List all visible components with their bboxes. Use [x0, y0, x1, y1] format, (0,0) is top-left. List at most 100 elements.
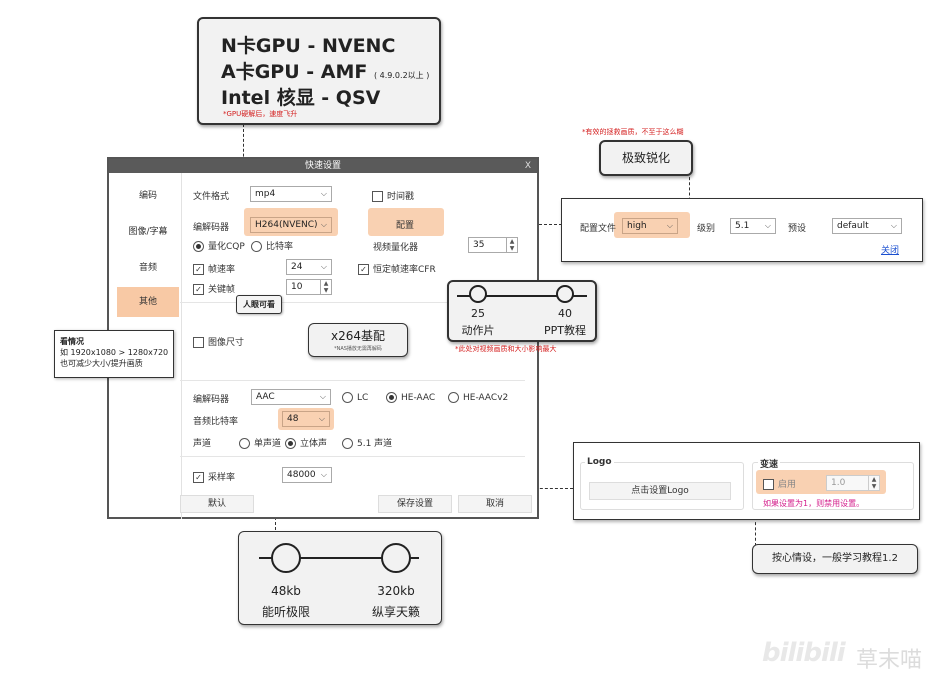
surround-label: 5.1 声道	[357, 439, 393, 449]
framerate-checkbox[interactable]: ✓帧速率	[193, 262, 235, 275]
framerate-label: 帧速率	[208, 265, 236, 275]
audio-slider-knob-min[interactable]	[271, 543, 301, 573]
file-format-value: mp4	[255, 189, 276, 199]
level-label: 级别	[697, 224, 716, 234]
samplerate-select[interactable]: 48000 ⌵	[282, 467, 332, 483]
framerate-value: 24	[291, 262, 303, 272]
dialog-titlebar: 快速设置 X	[109, 159, 537, 173]
image-size-callout-line1: 看情况	[60, 337, 84, 346]
profile-label: 配置文件	[580, 224, 617, 234]
preset-select[interactable]: default ⌵	[832, 218, 902, 234]
tab-image-subtitle[interactable]: 图像/字幕	[128, 227, 168, 237]
stereo-label: 立体声	[300, 439, 328, 449]
samplerate-label: 采样率	[208, 473, 236, 483]
quantizer-spinbox[interactable]: 35 ▲▼	[468, 237, 518, 253]
he-aac-radio[interactable]: HE-AAC	[386, 392, 435, 403]
level-value: 5.1	[735, 221, 750, 231]
gpu-note: *GPU硬解后，速度飞升	[223, 110, 298, 118]
audio-bitrate-select[interactable]: 48 ⌵	[282, 411, 330, 427]
cfr-checkbox[interactable]: ✓恒定帧速率CFR	[358, 262, 436, 275]
spinner-arrows-icon[interactable]: ▲▼	[506, 238, 517, 252]
cqp-radio[interactable]: 量化CQP	[193, 239, 245, 252]
image-size-label: 图像尺寸	[208, 338, 245, 348]
connector-speed	[755, 496, 756, 546]
audio-max-value: 320kb	[377, 584, 415, 598]
image-size-callout-line3: 也可减少大小/提升画质	[60, 359, 143, 368]
mono-radio[interactable]: 单声道	[239, 436, 281, 449]
audio-max-label: 纵享天籁	[371, 605, 420, 619]
image-size-callout: 看情况 如 1920x1080 > 1280x720 也可减少大小/提升画质	[54, 330, 174, 378]
default-button[interactable]: 默认	[180, 495, 254, 513]
quantizer-label: 视频量化器	[373, 243, 419, 253]
radio-selected-icon	[386, 392, 397, 403]
gpu-encoder-callout: N卡GPU - NVENC A卡GPU - AMF ( 4.9.0.2以上 ) …	[197, 17, 441, 125]
config-close-link[interactable]: 关闭	[881, 246, 900, 256]
speed-callout: 按心情设，一般学习教程1.2	[752, 544, 918, 574]
radio-selected-icon	[285, 438, 296, 449]
file-format-select[interactable]: mp4 ⌵	[250, 186, 332, 202]
keyframe-checkbox[interactable]: ✓关键帧	[193, 282, 235, 295]
chevron-down-icon: ⌵	[890, 221, 897, 230]
bitrate-label: 比特率	[266, 242, 294, 252]
surround-radio[interactable]: 5.1 声道	[342, 436, 392, 449]
samplerate-checkbox[interactable]: ✓ 采样率	[193, 470, 235, 483]
speed-enable-label: 启用	[778, 480, 797, 490]
quantizer-max-label: PPT教程	[544, 324, 586, 337]
config-button[interactable]: 配置	[396, 221, 415, 231]
lc-label: LC	[357, 393, 369, 403]
video-codec-select[interactable]: H264(NVENC) ⌵	[250, 217, 332, 233]
dialog-close-button[interactable]: X	[524, 161, 531, 171]
audio-codec-select[interactable]: AAC ⌵	[251, 389, 331, 405]
spinner-arrows-icon[interactable]: ▲▼	[320, 280, 331, 294]
x264-title: x264基配	[330, 329, 385, 343]
profile-value: high	[627, 221, 647, 231]
slider-knob-max[interactable]	[556, 285, 574, 303]
timestamp-label: 时间戳	[387, 192, 415, 202]
keyframe-value: 10	[291, 282, 303, 292]
speed-enable-checkbox[interactable]: 启用	[763, 477, 796, 490]
audio-min-label: 能听极限	[261, 605, 310, 619]
video-codec-label: 编解码器	[193, 223, 230, 233]
tab-other[interactable]: 其他	[117, 287, 179, 317]
chevron-down-icon: ⌵	[318, 414, 325, 423]
profile-select[interactable]: high ⌵	[622, 218, 678, 234]
he-aacv2-label: HE-AACv2	[463, 393, 509, 403]
audio-range-callout: 48kb 320kb 能听极限 纵享天籁	[238, 531, 442, 625]
radio-icon	[251, 241, 262, 252]
audio-slider-knob-max[interactable]	[381, 543, 411, 573]
checkbox-checked-icon: ✓	[193, 472, 204, 483]
chevron-down-icon: ⌵	[666, 221, 673, 230]
keyframe-spinbox[interactable]: 10 ▲▼	[286, 279, 332, 295]
tab-audio[interactable]: 音频	[138, 263, 157, 273]
preset-label: 预设	[788, 224, 807, 234]
chevron-down-icon: ⌵	[320, 470, 327, 479]
level-select[interactable]: 5.1 ⌵	[730, 218, 776, 234]
set-logo-button[interactable]: 点击设置Logo	[589, 482, 731, 500]
cancel-button[interactable]: 取消	[458, 495, 532, 513]
timestamp-checkbox[interactable]: 时间戳	[372, 189, 414, 202]
stereo-radio[interactable]: 立体声	[285, 436, 327, 449]
quantizer-range-callout: 25 40 动作片 PPT教程	[447, 280, 597, 342]
image-size-callout-line2: 如 1920x1080 > 1280x720	[60, 348, 169, 357]
tab-encode[interactable]: 编码	[138, 191, 157, 201]
spinner-arrows-icon[interactable]: ▲▼	[868, 476, 879, 490]
lc-radio[interactable]: LC	[342, 392, 368, 403]
speed-title: 变速	[758, 457, 781, 470]
radio-icon	[342, 438, 353, 449]
image-size-checkbox[interactable]: 图像尺寸	[193, 335, 244, 348]
he-aacv2-radio[interactable]: HE-AACv2	[448, 392, 508, 403]
audio-codec-label: 编解码器	[193, 395, 230, 405]
radio-icon	[448, 392, 459, 403]
save-button[interactable]: 保存设置	[378, 495, 452, 513]
gpu-amf-version-note: ( 4.9.0.2以上 )	[374, 71, 430, 80]
speed-spinbox[interactable]: 1.0 ▲▼	[826, 475, 880, 491]
gpu-qsv-text: Intel 核显 - QSV	[221, 87, 381, 109]
bitrate-radio[interactable]: 比特率	[251, 239, 293, 252]
section-divider	[180, 302, 525, 303]
slider-knob-min[interactable]	[469, 285, 487, 303]
chevron-down-icon: ⌵	[319, 392, 326, 401]
audio-min-value: 48kb	[271, 584, 301, 598]
logo-title: Logo	[585, 457, 614, 467]
radio-icon	[342, 392, 353, 403]
framerate-select[interactable]: 24 ⌵	[286, 259, 332, 275]
